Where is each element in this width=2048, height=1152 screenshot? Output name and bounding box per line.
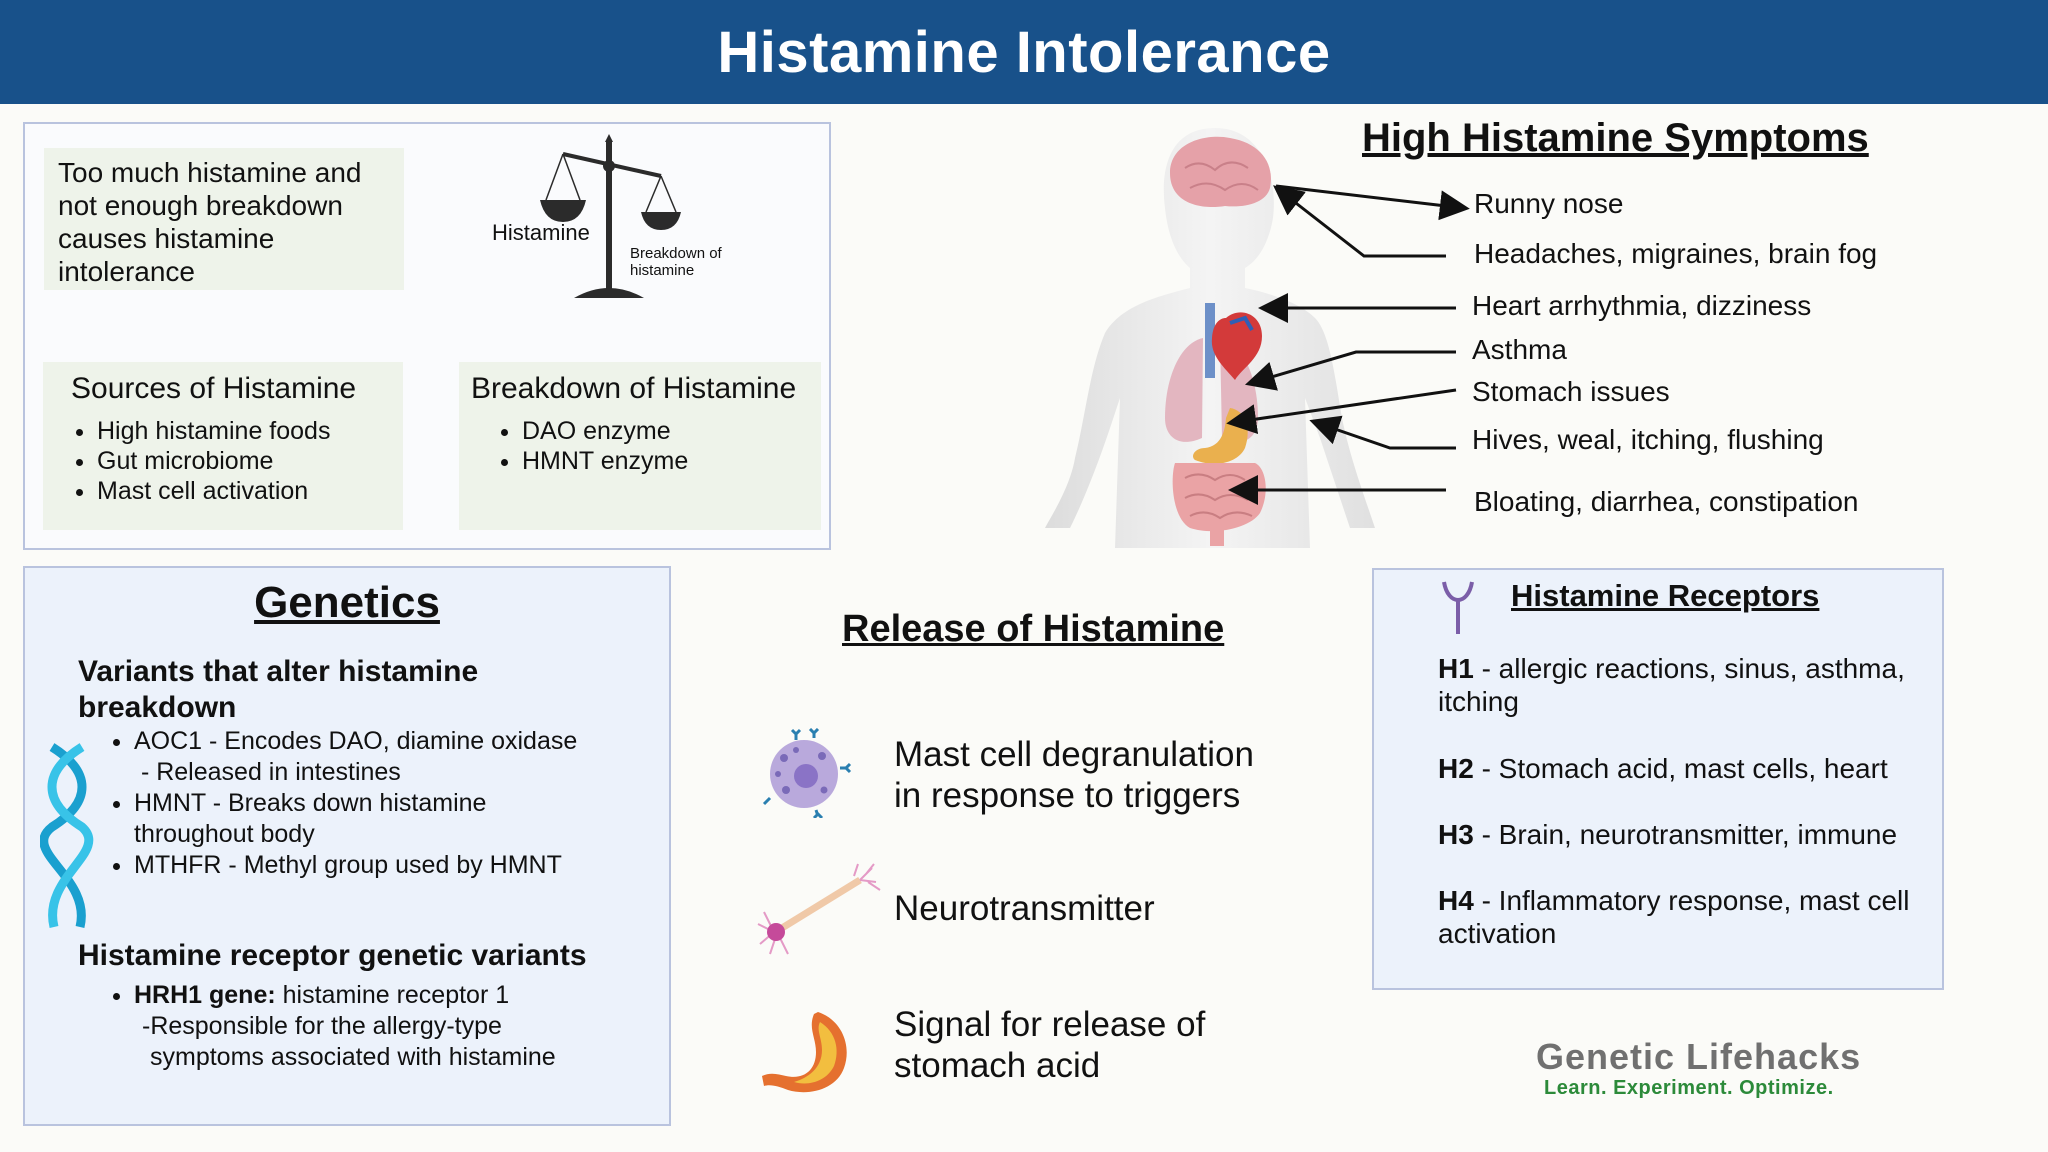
neuron-icon	[757, 863, 881, 955]
receptor-item: H3 - Brain, neurotransmitter, immune	[1438, 818, 1938, 851]
receptor-icon	[1442, 581, 1474, 634]
balance-scale-icon	[540, 134, 681, 298]
intro-line: causes histamine	[58, 223, 275, 254]
scale-label-histamine: Histamine	[492, 220, 590, 245]
receptor-gene-list: HRH1 gene: histamine receptor 1 -Respons…	[104, 980, 674, 1073]
symptoms-heading: High Histamine Symptoms	[1362, 116, 1869, 160]
item-line: HMNT - Breaks down histamine	[134, 789, 487, 817]
subheading-line: Variants that alter histamine	[78, 655, 479, 688]
gene-name: HRH1 gene:	[134, 981, 276, 1009]
scale-label-line: histamine	[630, 262, 695, 279]
list-item: Gut microbiome	[97, 446, 389, 476]
genetics-subheading: Variants that alter histamine breakdown	[78, 654, 478, 726]
breakdown-list: DAO enzyme HMNT enzyme	[467, 416, 813, 476]
intro-line: Too much histamine and	[58, 157, 362, 188]
receptor-desc: - Stomach acid, mast cells, heart	[1473, 753, 1888, 784]
subheading-line: breakdown	[78, 691, 237, 724]
list-item: DAO enzyme	[522, 416, 813, 446]
stomach-icon	[762, 1012, 847, 1093]
symptom-item: Hives, weal, itching, flushing	[1472, 424, 1824, 455]
scale-label-breakdown: Breakdown of histamine	[630, 245, 722, 279]
item-line: MTHFR - Methyl group used by HMNT	[134, 851, 562, 879]
item-line: throughout body	[134, 820, 315, 848]
list-item: Mast cell activation	[97, 476, 389, 506]
release-item: Neurotransmitter	[894, 889, 1155, 928]
breakdown-heading: Breakdown of Histamine	[471, 372, 797, 405]
symptom-item: Heart arrhythmia, dizziness	[1472, 290, 1812, 321]
item-line: AOC1 - Encodes DAO, diamine oxidase	[134, 727, 578, 755]
receptor-desc-line: itching	[1438, 686, 1519, 717]
scale-label-line: Breakdown of	[630, 245, 722, 262]
symptom-item: Runny nose	[1474, 188, 1624, 219]
logo-tagline: Learn. Experiment. Optimize.	[1544, 1077, 1834, 1099]
receptor-item: H4 - Inflammatory response, mast cell ac…	[1438, 884, 1938, 950]
receptor-desc: - Inflammatory response, mast cell	[1473, 885, 1910, 916]
symptom-item: Headaches, migraines, brain fog	[1474, 238, 1878, 269]
receptor-desc-line: activation	[1438, 918, 1557, 949]
dna-helix-icon	[40, 743, 94, 929]
mast-cell-icon	[762, 728, 852, 818]
logo-name: Genetic Lifehacks	[1536, 1036, 1862, 1077]
genetics-panel	[23, 566, 671, 1126]
receptor-code: H3	[1438, 819, 1474, 850]
genetics-subheading-2: Histamine receptor genetic variants	[78, 939, 587, 972]
item-line: -Responsible for the allergy-type	[142, 1012, 502, 1040]
intro-line: not enough breakdown	[58, 190, 343, 221]
sources-box: Sources of Histamine High histamine food…	[43, 362, 403, 530]
receptor-code: H1	[1438, 653, 1474, 684]
sources-list: High histamine foods Gut microbiome Mast…	[57, 416, 389, 506]
receptors-panel	[1372, 568, 1944, 990]
receptor-item: H1 - allergic reactions, sinus, asthma, …	[1438, 652, 1938, 718]
receptor-item: H2 - Stomach acid, mast cells, heart	[1438, 752, 1938, 785]
item-line: - Released in intestines	[134, 758, 401, 786]
breakdown-box: Breakdown of Histamine DAO enzyme HMNT e…	[459, 362, 821, 530]
item-line: stomach acid	[894, 1046, 1101, 1085]
symptom-arrows	[1226, 184, 1470, 505]
page-title: Histamine Intolerance	[717, 19, 1331, 85]
receptors-heading: Histamine Receptors	[1511, 578, 1820, 613]
receptor-desc: - Brain, neurotransmitter, immune	[1473, 819, 1898, 850]
list-item: HRH1 gene: histamine receptor 1 -Respons…	[134, 980, 674, 1073]
item-line: Mast cell degranulation	[894, 735, 1254, 774]
release-item: Signal for release of stomach acid	[894, 1004, 1205, 1086]
item-line: in response to triggers	[894, 776, 1241, 815]
release-heading: Release of Histamine	[842, 608, 1225, 650]
item-line: Signal for release of	[894, 1005, 1206, 1044]
title-banner: Histamine Intolerance	[0, 0, 2048, 104]
list-item: AOC1 - Encodes DAO, diamine oxidase - Re…	[134, 726, 674, 788]
intro-line: intolerance	[58, 256, 195, 287]
gene-desc: histamine receptor 1	[275, 981, 510, 1009]
item-line: symptoms associated with histamine	[150, 1043, 556, 1071]
receptor-code: H4	[1438, 885, 1474, 916]
receptor-code: H2	[1438, 753, 1474, 784]
intro-box: Too much histamine and not enough breakd…	[44, 148, 404, 290]
symptom-item: Bloating, diarrhea, constipation	[1474, 486, 1859, 517]
symptom-item: Asthma	[1472, 334, 1567, 365]
list-item: High histamine foods	[97, 416, 389, 446]
receptor-desc: - allergic reactions, sinus, asthma,	[1473, 653, 1905, 684]
genetics-variant-list: AOC1 - Encodes DAO, diamine oxidase - Re…	[104, 726, 674, 881]
list-item: HMNT - Breaks down histamine throughout …	[134, 788, 674, 850]
symptom-item: Stomach issues	[1472, 376, 1670, 407]
release-item: Mast cell degranulation in response to t…	[894, 734, 1254, 816]
list-item: MTHFR - Methyl group used by HMNT	[134, 850, 674, 881]
sources-heading: Sources of Histamine	[71, 372, 357, 405]
list-item: HMNT enzyme	[522, 446, 813, 476]
genetics-heading: Genetics	[254, 578, 440, 627]
